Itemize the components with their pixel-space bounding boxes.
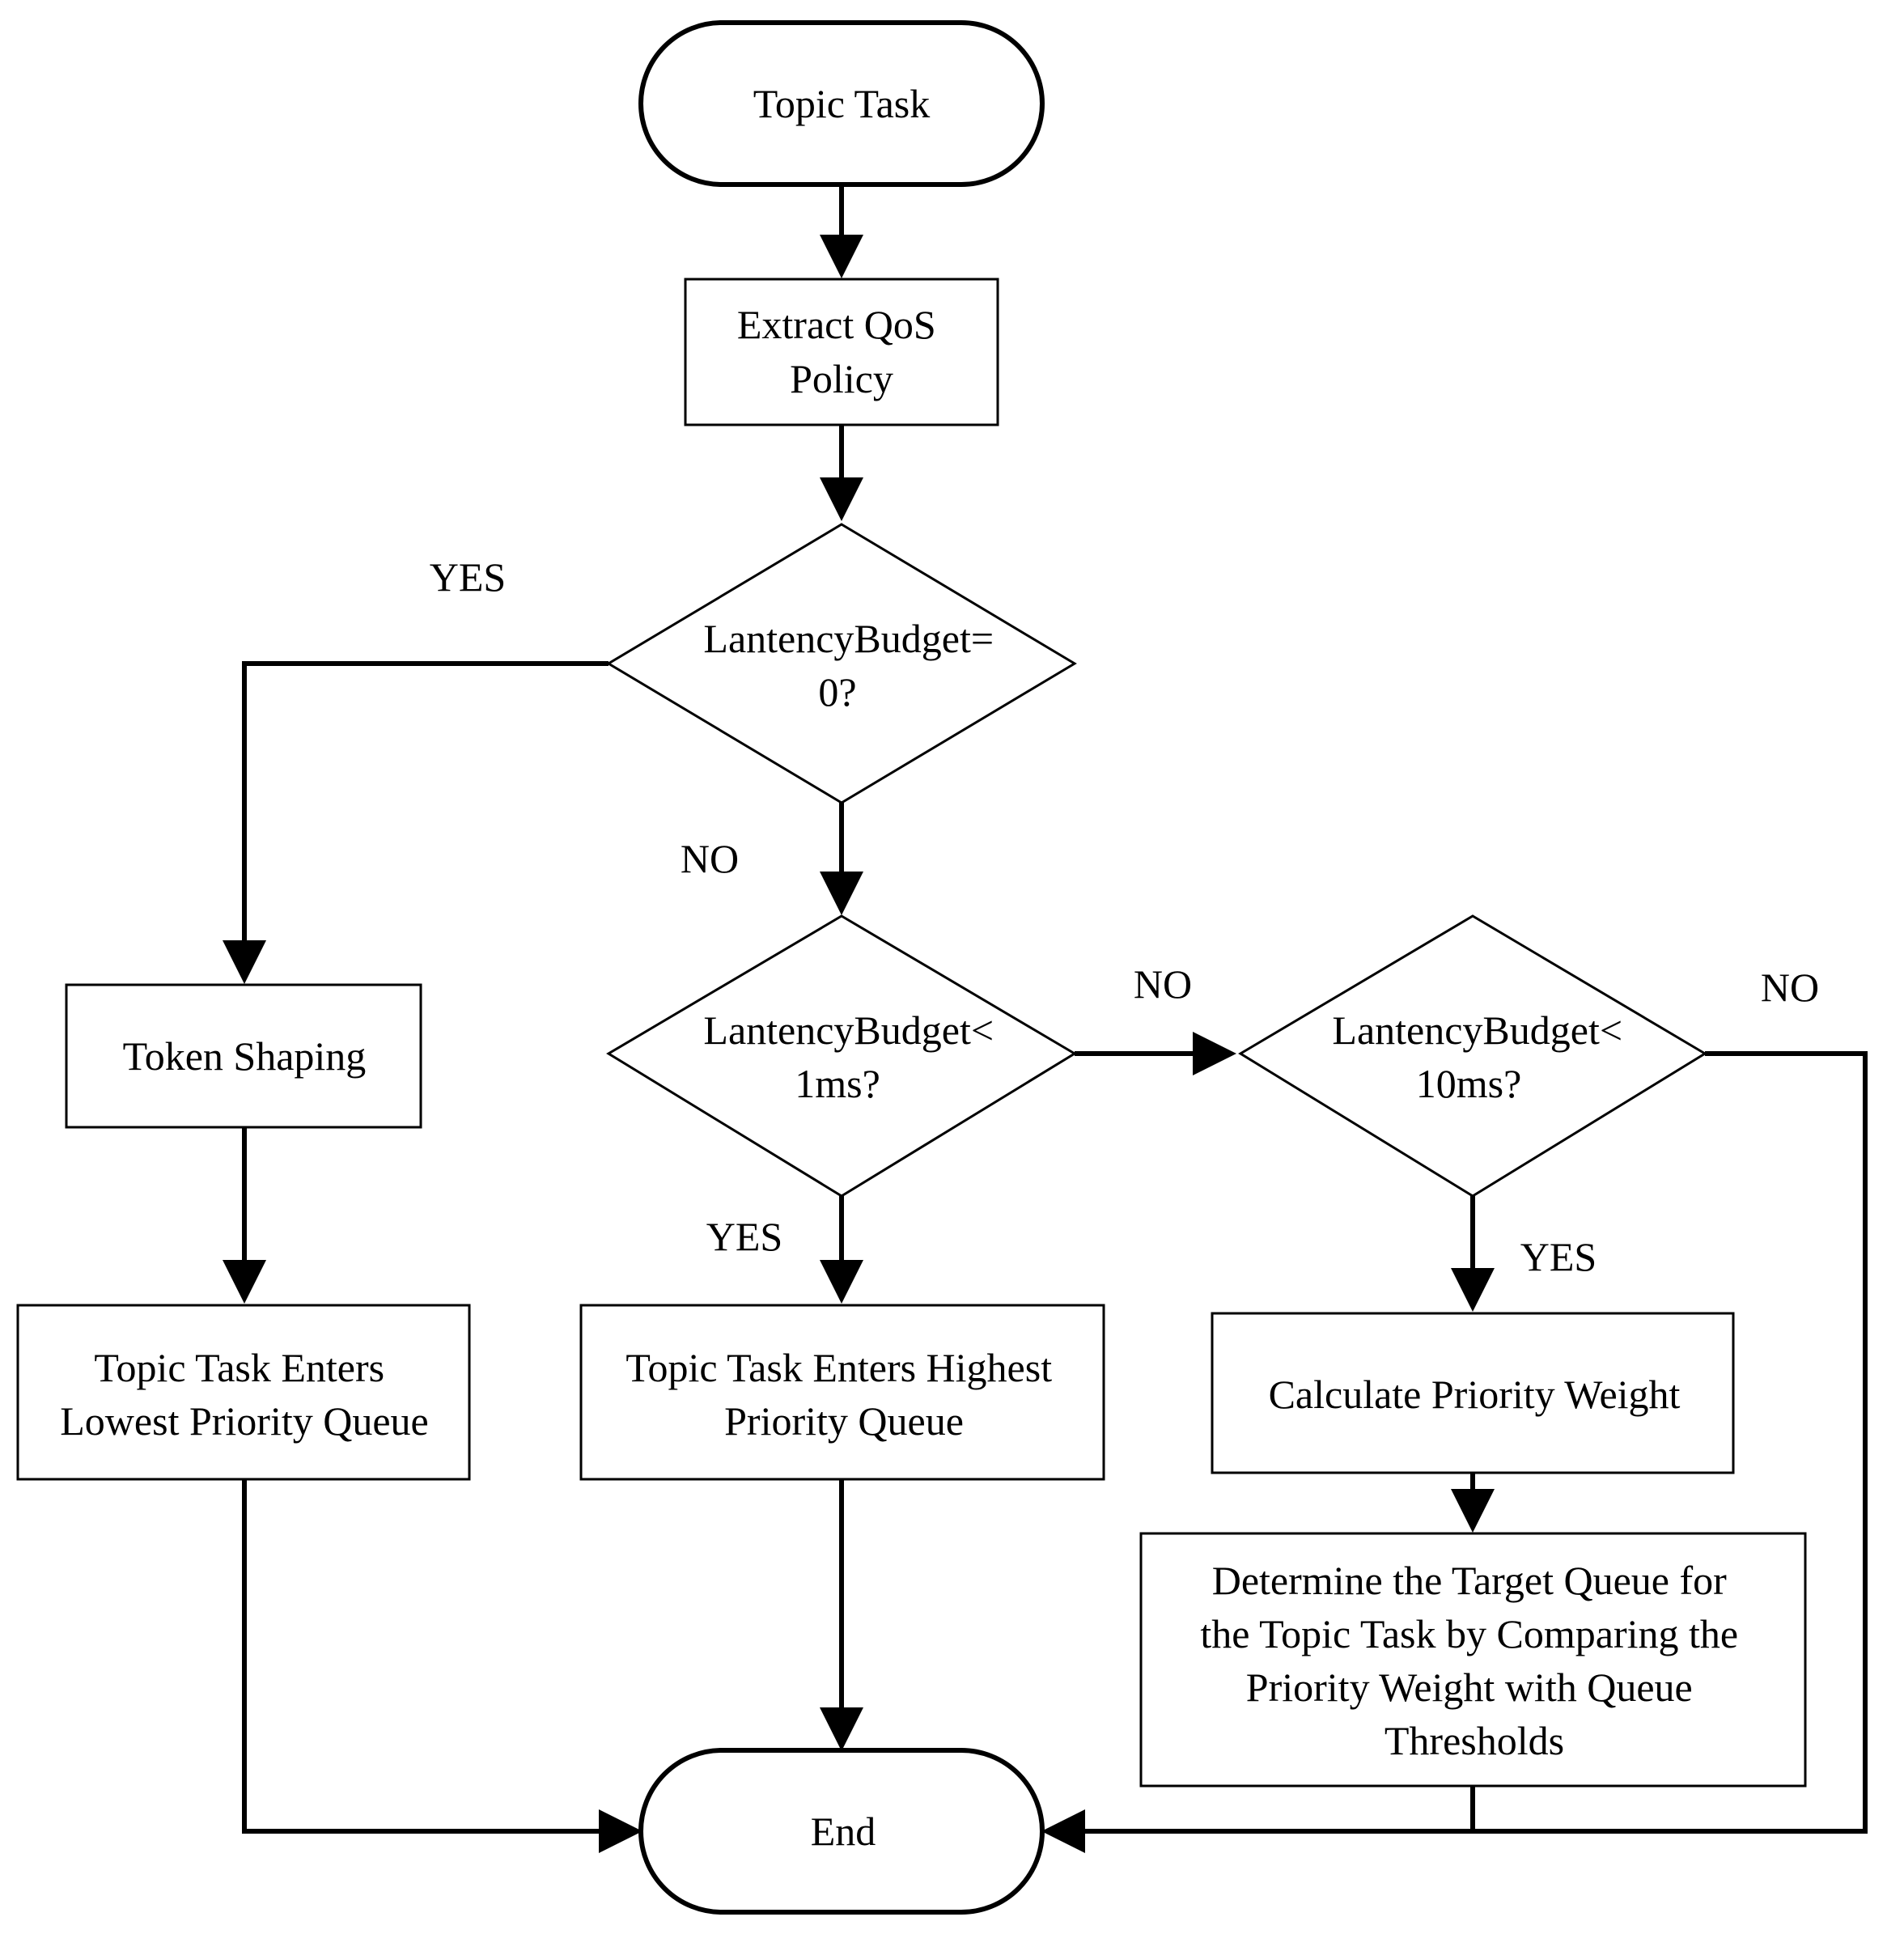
- token-shaping-label: Token Shaping: [123, 1033, 367, 1079]
- end-terminal: End: [638, 1748, 1045, 1915]
- decision-latency-1ms-label: LantencyBudget< 1ms?: [703, 1007, 1003, 1106]
- label-1ms-no: NO: [1134, 961, 1192, 1007]
- highest-queue-process: Topic Task Enters Highest Priority Queue: [579, 1304, 1105, 1481]
- label-10ms-no: NO: [1761, 965, 1819, 1010]
- connectors: [223, 184, 1868, 1853]
- calculate-weight-process: Calculate Priority Weight: [1211, 1312, 1735, 1474]
- decision-latency-10ms-label: LantencyBudget< 10ms?: [1332, 1007, 1632, 1106]
- label-zero-yes: YES: [430, 554, 506, 600]
- line-10ms-no-right-branch: [1473, 1051, 1868, 1834]
- decision-latency-1ms: LantencyBudget< 1ms?: [606, 914, 1077, 1198]
- decision-latency-10ms: LantencyBudget< 10ms?: [1238, 914, 1707, 1198]
- lowest-queue-process: Topic Task Enters Lowest Priority Queue: [16, 1304, 471, 1481]
- label-1ms-yes: YES: [706, 1214, 782, 1259]
- extract-qos-process: Extract QoS Policy: [684, 278, 999, 426]
- determine-queue-label: Determine the Target Queue for the Topic…: [1200, 1558, 1748, 1763]
- lowest-queue-label: Topic Task Enters Lowest Priority Queue: [60, 1345, 428, 1444]
- end-label: End: [811, 1809, 876, 1854]
- label-10ms-yes: YES: [1520, 1234, 1597, 1279]
- arrow-lowest-queue-to-end: [242, 1479, 642, 1853]
- calculate-weight-label: Calculate Priority Weight: [1269, 1372, 1681, 1417]
- token-shaping-process: Token Shaping: [65, 983, 422, 1129]
- start-terminal: Topic Task: [638, 20, 1045, 187]
- highest-queue-label: Topic Task Enters Highest Priority Queue: [625, 1345, 1062, 1444]
- arrow-zero-yes-to-token-shaping: [223, 661, 609, 984]
- edge-labels: YES NO NO YES YES NO: [430, 554, 1819, 1279]
- label-zero-no: NO: [681, 836, 739, 881]
- start-label: Topic Task: [753, 81, 930, 126]
- determine-queue-process: Determine the Target Queue for the Topic…: [1139, 1532, 1807, 1788]
- decision-latency-zero-label: LantencyBudget= 0?: [703, 616, 1003, 715]
- decision-latency-zero: LantencyBudget= 0?: [606, 523, 1077, 804]
- extract-qos-label: Extract QoS Policy: [737, 302, 946, 401]
